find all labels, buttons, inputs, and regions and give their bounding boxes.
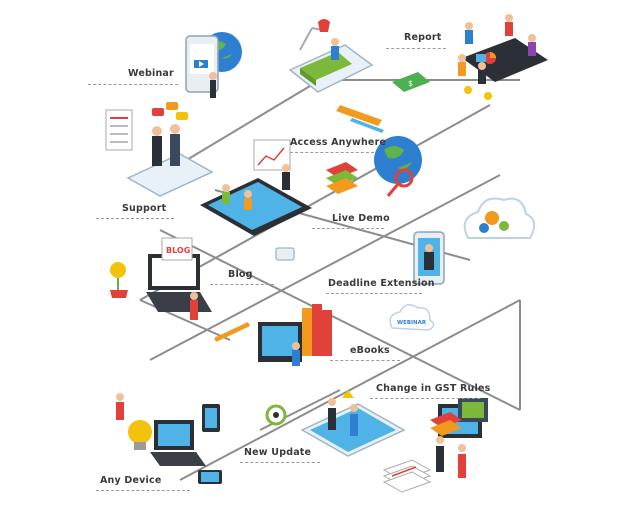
ruler-icon <box>336 105 382 126</box>
leader-line <box>312 228 384 229</box>
person-figure <box>350 414 358 436</box>
leader-line <box>240 462 320 463</box>
network-line <box>149 174 501 361</box>
tablet-platform <box>126 153 214 197</box>
leader-line <box>330 360 400 361</box>
magnifier-icon <box>394 168 414 188</box>
person-figure <box>244 198 252 210</box>
network-line <box>179 299 521 481</box>
label-change-gst-rules: Change in GST Rules <box>376 383 491 394</box>
network-line <box>159 229 521 411</box>
label-deadline-extension: Deadline Extension <box>328 278 435 289</box>
svg-text:$: $ <box>408 79 413 88</box>
webinar-cloud-icon: WEBINAR <box>389 304 435 331</box>
gst-rules-scene <box>382 398 488 493</box>
deadline-phone <box>413 231 445 285</box>
leader-line <box>386 48 446 49</box>
person-figure <box>292 350 300 366</box>
person-figure <box>210 80 216 98</box>
blog-scene: BLOG <box>110 237 212 320</box>
person-figure <box>331 46 339 60</box>
chat-bubble-icon <box>166 102 178 110</box>
person-figure <box>222 192 230 204</box>
label-access-anywhere: Access Anywhere <box>290 137 387 148</box>
books-stack-icon <box>326 162 358 194</box>
person-figure <box>436 446 444 472</box>
any-device-scene <box>116 393 222 484</box>
webinar-scene <box>185 32 242 98</box>
chat-bubble-icon <box>176 112 188 120</box>
phone-icon <box>275 247 295 261</box>
leader-line <box>210 284 274 285</box>
svg-text:WEBINAR: WEBINAR <box>397 320 427 326</box>
documents-stack-icon <box>382 459 432 493</box>
network-line <box>169 79 321 171</box>
leader-line <box>326 293 422 294</box>
person-figure <box>458 454 466 478</box>
books-stack-icon <box>430 412 462 436</box>
leader-line <box>88 84 178 85</box>
leader-line <box>96 218 174 219</box>
lightbulb-icon <box>128 420 152 444</box>
cloud-gears-icon <box>463 197 536 239</box>
pencil-icon <box>350 118 384 133</box>
lounge-scene <box>288 19 374 93</box>
person-figure <box>190 300 198 320</box>
pencil-icon <box>214 322 250 342</box>
presentation-board <box>253 139 291 171</box>
person-figure <box>328 408 336 430</box>
document-icon <box>105 109 133 151</box>
label-live-demo: Live Demo <box>332 213 390 224</box>
leader-line <box>96 490 190 491</box>
label-any-device: Any Device <box>100 475 162 486</box>
blog-sign-icon <box>161 237 193 261</box>
banknote-icon: $ <box>392 72 430 92</box>
access-anywhere-scene <box>326 136 422 197</box>
label-new-update: New Update <box>244 447 312 458</box>
books-shelf-icon <box>302 304 332 356</box>
ebooks-scene <box>258 304 332 366</box>
lightbulb-icon <box>342 390 354 398</box>
label-blog: Blog <box>228 269 253 280</box>
person-figure <box>152 136 162 166</box>
leader-line <box>370 398 480 399</box>
support-scene <box>105 102 214 197</box>
label-webinar: Webinar <box>128 68 174 79</box>
label-report: Report <box>404 32 442 43</box>
label-ebooks: eBooks <box>350 345 390 356</box>
chat-bubble-icon <box>152 108 164 116</box>
svg-text:BLOG: BLOG <box>166 246 190 255</box>
report-meeting-scene <box>458 14 548 100</box>
person-figure <box>116 402 124 420</box>
person-figure <box>170 134 180 166</box>
desk-lamp-icon <box>318 19 330 32</box>
person-figure <box>282 172 290 190</box>
live-demo-scene <box>200 139 312 236</box>
people-group <box>458 14 536 84</box>
leader-line <box>290 152 374 153</box>
coin-plant-icon <box>110 262 126 278</box>
label-support: Support <box>122 203 167 214</box>
new-update-scene <box>265 390 406 457</box>
